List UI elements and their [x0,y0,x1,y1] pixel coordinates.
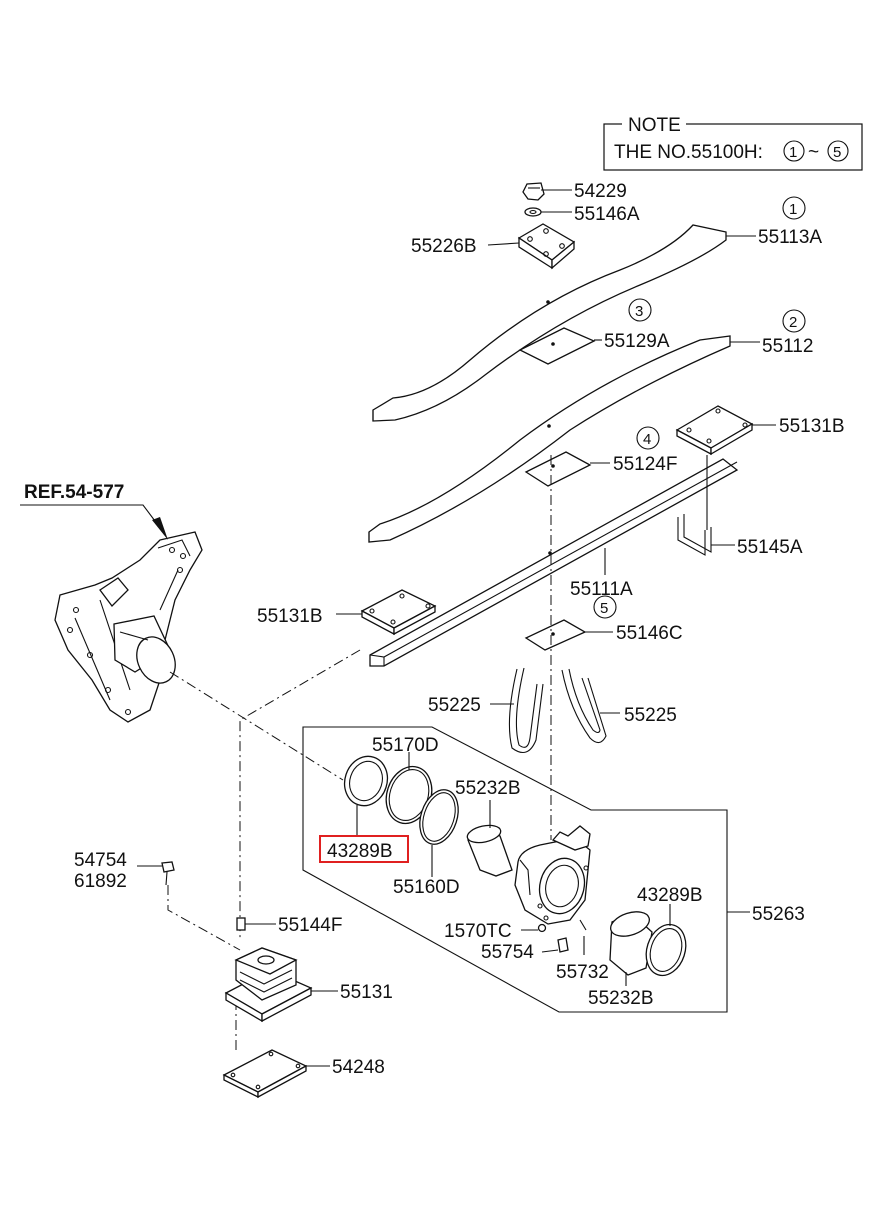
part-label-55754[interactable]: 55754 [481,942,534,963]
bearing-55160D [419,789,459,845]
svg-text:2: 2 [789,314,797,331]
pad-55131B-left [360,589,437,636]
part-label-55131[interactable]: 55131 [340,982,393,1003]
part-label-55129A[interactable]: 55129A [604,331,670,352]
u-bolt-55225-left [508,667,544,754]
u-bolt-55225-right [561,668,607,744]
pad-55131B-right [675,405,754,456]
bolt-1570TC [537,923,547,933]
part-label-55232B-top[interactable]: 55232B [455,778,521,799]
bolt-55754 [557,937,569,953]
part-label-55144F[interactable]: 55144F [278,915,342,936]
shackle-assembly-outline-55263 [302,726,728,1013]
part-label-55226B[interactable]: 55226B [411,236,477,257]
note-range-sep: ~ [808,142,819,163]
part-label-55225-left[interactable]: 55225 [428,695,481,716]
part-label-55112[interactable]: 55112 [762,336,813,357]
highlight-box-43289B[interactable]: 43289B [319,835,409,863]
part-label-55145A[interactable]: 55145A [737,537,803,558]
part-label-55111A[interactable]: 55111A [570,579,633,600]
part-label-55146C[interactable]: 55146C [616,623,683,644]
note-heading: NOTE [628,115,681,136]
part-label-55225-right[interactable]: 55225 [624,705,677,726]
circled-number-5: 5 [593,595,617,619]
part-label-55732[interactable]: 55732 [556,962,609,983]
bushing-55232B-top [466,824,513,877]
leaf-spring-55113A [372,224,727,422]
note-text: THE NO.55100H: [614,142,763,163]
part-label-43289B-highlighted[interactable]: 43289B [327,841,393,862]
part-label-1570TC[interactable]: 1570TC [444,921,512,942]
ring-43289B-left [343,755,389,807]
svg-text:5: 5 [600,600,608,617]
u-bolt-55145A [677,514,712,556]
part-label-55146A[interactable]: 55146A [574,204,640,225]
leaf-spring-55111A [369,458,739,667]
part-label-54754[interactable]: 54754 [74,850,127,871]
bolt-55144F [236,917,246,931]
pin-55732 [579,919,587,955]
note-range-end: 5 [833,144,841,161]
svg-text:1: 1 [789,201,797,218]
reference-label: REF.54-577 [24,482,124,503]
bushing-55232B-bottom [609,911,653,976]
part-label-55113A[interactable]: 55113A [758,227,822,248]
rubber-mount-55131 [224,947,313,1023]
bracket-ref-54-577 [54,531,203,723]
liner-55124F [524,451,592,487]
part-label-55170D[interactable]: 55170D [372,735,439,756]
ring-43289B-right [645,923,687,977]
circled-number-1: 1 [782,196,806,220]
part-label-55131B-left[interactable]: 55131B [257,606,323,627]
bolt-54754 [161,861,175,886]
part-label-55124F[interactable]: 55124F [613,454,677,475]
part-label-55232B-bottom[interactable]: 55232B [588,988,654,1009]
part-label-55160D[interactable]: 55160D [393,877,460,898]
part-label-55263[interactable]: 55263 [752,904,805,925]
part-label-55131B-right[interactable]: 55131B [779,416,845,437]
part-label-61892[interactable]: 61892 [74,871,127,892]
liner-55129A [518,327,596,365]
circled-number-3: 3 [628,298,652,322]
circled-number-4: 4 [636,426,660,450]
bolt-nut-54229 [522,182,545,201]
part-label-54248[interactable]: 54248 [332,1057,385,1078]
circled-number-2: 2 [782,309,806,333]
shackle-55263 [514,825,591,925]
note-box: NOTE THE NO.55100H: 1 ~ 5 [603,114,863,171]
svg-text:4: 4 [643,431,651,448]
part-label-43289B-right[interactable]: 43289B [637,885,703,906]
svg-text:3: 3 [635,303,643,320]
part-label-54229[interactable]: 54229 [574,181,627,202]
note-range-start: 1 [789,144,797,161]
pad-55226B [517,223,576,270]
plate-54248 [222,1049,308,1099]
washer-55146A [524,207,542,217]
liner-55146C [524,619,587,651]
leaf-spring-55112 [368,335,731,543]
